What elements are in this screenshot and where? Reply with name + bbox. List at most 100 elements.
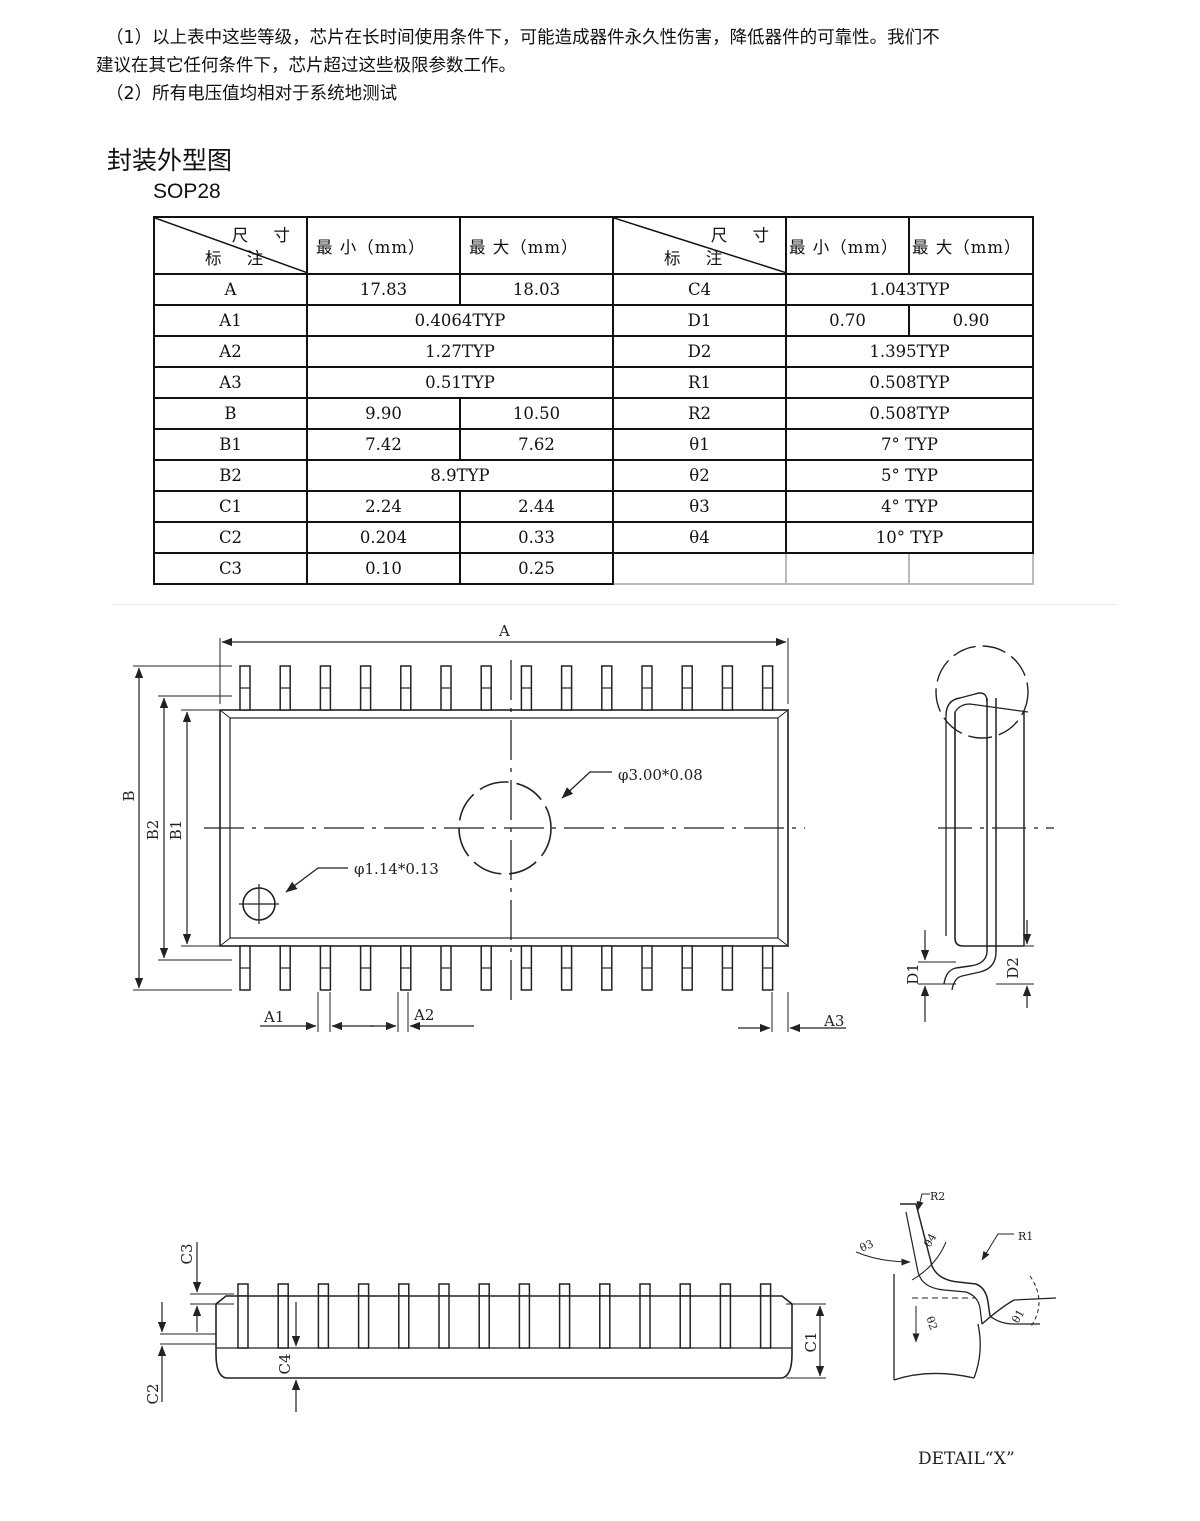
dim-value-cell: 0.51TYP: [306, 366, 614, 399]
label-a2: A2: [413, 1006, 434, 1024]
pin-front-tip: [398, 1283, 410, 1297]
header-dim-label: 尺 寸: [710, 226, 779, 245]
dim-value-cell: 0.508TYP: [785, 397, 1034, 430]
header-max: 最 大（mm）: [908, 216, 1034, 275]
dim-label-cell: B1: [153, 428, 308, 461]
pin-front: [478, 1295, 490, 1349]
table-header-row: 尺 寸 标 注 最 小（mm） 最 大（mm） 尺 寸 标 注 最 小（mm） …: [153, 216, 1034, 275]
pin-front: [277, 1295, 289, 1349]
dim-label-cell: C3: [153, 552, 308, 585]
pin-front-tip: [599, 1283, 611, 1297]
pin-front-tip: [478, 1283, 490, 1297]
section-title: 封装外型图: [107, 146, 233, 175]
pin-front-tip: [237, 1283, 249, 1297]
dim-max-cell: 7.62: [459, 428, 614, 461]
empty-cell: [908, 552, 1034, 585]
pins-bottom: [239, 945, 774, 991]
pin-front-tip: [277, 1283, 289, 1297]
side-view: [918, 645, 1054, 1022]
dim-max-cell: 2.44: [459, 490, 614, 523]
label-r2: R2: [930, 1190, 945, 1203]
dim-label-cell: A3: [153, 366, 308, 399]
label-c1: C1: [802, 1331, 820, 1352]
leader-phi-large: [561, 771, 612, 799]
header-min: 最 小（mm）: [785, 216, 910, 275]
pin-front: [317, 1295, 330, 1349]
pin-front: [639, 1295, 651, 1349]
notes: （1）以上表中这些等级，芯片在长时间使用条件下，可能造成器件永久性伤害，降低器件…: [96, 24, 1116, 108]
label-phi-small: φ1.14*0.13: [354, 860, 439, 878]
pin-front-tip: [679, 1283, 691, 1297]
note-1-text: （1）以上表中这些等级，芯片在长时间使用条件下，可能造成器件永久性伤害，降低器件…: [106, 28, 940, 48]
note-2-text: （2）所有电压值均相对于系统地测试: [106, 84, 398, 104]
dim-label-cell: C4: [612, 273, 787, 306]
dim-value-cell: 0.4064TYP: [306, 304, 614, 337]
label-d1: D1: [904, 963, 922, 985]
dim-label-cell: C2: [153, 521, 308, 554]
dim-min-cell: 7.42: [306, 428, 461, 461]
pin-front: [679, 1295, 691, 1349]
label-theta4: θ4: [921, 1231, 939, 1249]
note-2: （2）所有电压值均相对于系统地测试: [96, 80, 1116, 108]
pin-front: [237, 1295, 249, 1349]
label-c3: C3: [178, 1243, 196, 1264]
dim-max-cell: 0.90: [908, 304, 1034, 337]
dim-value-cell: 1.27TYP: [306, 335, 614, 368]
header-max: 最 大（mm）: [459, 216, 614, 275]
front-body: [215, 1295, 793, 1379]
pin-front: [558, 1295, 571, 1349]
pin-front-tip: [759, 1283, 772, 1297]
dimension-table: 尺 寸 标 注 最 小（mm） 最 大（mm） 尺 寸 标 注 最 小（mm） …: [153, 216, 1034, 585]
diag-header-right: 尺 寸 标 注: [612, 216, 787, 275]
pin-front-tip: [317, 1283, 330, 1297]
dim-max-cell: 18.03: [459, 273, 614, 306]
pin-front: [438, 1295, 450, 1349]
top-view: [133, 637, 846, 1033]
empty-cell: [785, 552, 910, 585]
divider: [112, 604, 1117, 605]
package-name: SOP28: [153, 180, 221, 203]
label-theta3: θ3: [858, 1237, 876, 1255]
pin-front: [518, 1295, 531, 1349]
diag-line-left: [155, 218, 308, 273]
dim-label-cell: θ1: [612, 428, 787, 461]
pin-front: [759, 1295, 772, 1349]
label-theta2: θ2: [923, 1315, 940, 1332]
label-c4: C4: [276, 1353, 294, 1374]
dim-value-cell: 0.508TYP: [785, 366, 1034, 399]
dim-value-cell: 8.9TYP: [306, 459, 614, 492]
note-1-cont-text: 建议在其它任何条件下，芯片超过这些极限参数工作。: [96, 56, 516, 76]
dim-min-cell: 2.24: [306, 490, 461, 523]
note-1-cont: 建议在其它任何条件下，芯片超过这些极限参数工作。: [96, 52, 1116, 80]
pin-front-tip: [518, 1283, 531, 1297]
empty-cell: [612, 552, 787, 585]
pin-front-tip: [357, 1283, 370, 1297]
dim-max-cell: 0.33: [459, 521, 614, 554]
dim-label-cell: R2: [612, 397, 787, 430]
dim-value-cell: 1.043TYP: [785, 273, 1034, 306]
ejector-circle-large: [458, 781, 552, 875]
dim-value-cell: 4° TYP: [785, 490, 1034, 523]
pin-front-tip: [438, 1283, 450, 1297]
dim-label-cell: B2: [153, 459, 308, 492]
pins-front: [237, 1283, 772, 1349]
dim-label-cell: B: [153, 397, 308, 430]
pin-front-tip: [639, 1283, 651, 1297]
dim-label-cell: R1: [612, 366, 787, 399]
dim-min-cell: 9.90: [306, 397, 461, 430]
diag-line-right: [614, 218, 787, 273]
label-phi-large: φ3.00*0.08: [618, 766, 703, 784]
detail-x-caption: DETAIL“X”: [918, 1449, 1015, 1469]
diag-header-left: 尺 寸 标 注: [153, 216, 308, 275]
pin-front: [398, 1295, 410, 1349]
header-mark-label: 标 注: [664, 249, 733, 268]
dim-value-cell: 10° TYP: [785, 521, 1034, 554]
label-a1: A1: [263, 1008, 284, 1026]
package-drawing: A B B2 B1 A1 A2 A3 φ3.00*0.08 φ1.14*0.13…: [120, 622, 1057, 1469]
